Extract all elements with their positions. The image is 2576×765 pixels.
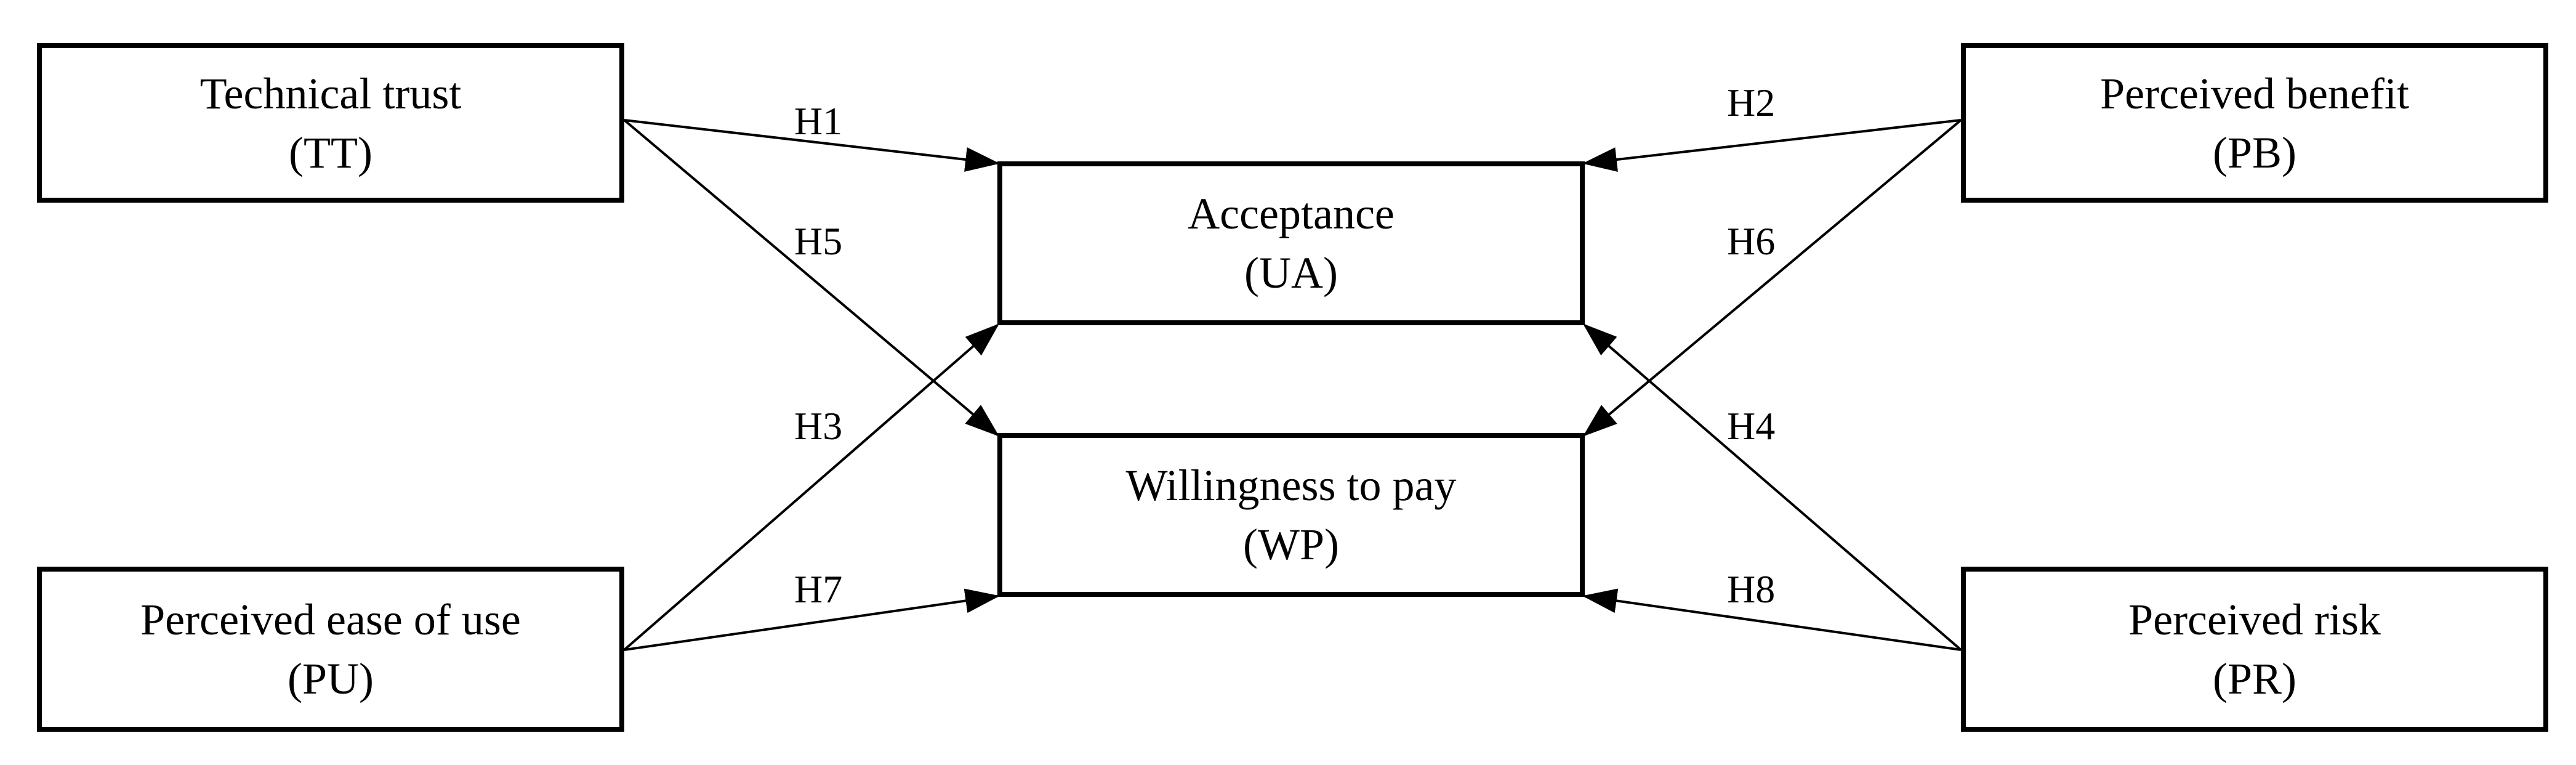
construct-perceived-ease-of-use: Perceived ease of use (PU) bbox=[37, 567, 624, 732]
hypothesis-arrow-h8 bbox=[1582, 588, 1962, 651]
construct-name: Willingness to pay bbox=[1125, 461, 1457, 510]
hypothesis-label-h5: H5 bbox=[794, 219, 843, 263]
construct-willingness-to-pay: Willingness to pay (WP) bbox=[997, 433, 1585, 597]
construct-name: Technical trust bbox=[199, 68, 462, 118]
construct-name: Perceived risk bbox=[2128, 595, 2381, 644]
hypothesis-arrow-h7 bbox=[624, 588, 1000, 651]
hypothesis-label-h7: H7 bbox=[794, 567, 843, 611]
construct-abbreviation: (PU) bbox=[288, 654, 374, 703]
construct-abbreviation: (TT) bbox=[289, 127, 372, 177]
construct-perceived-risk: Perceived risk (PR) bbox=[1961, 567, 2548, 732]
hypothesis-label-h6: H6 bbox=[1727, 219, 1776, 263]
construct-technical-trust: Technical trust (TT) bbox=[37, 43, 624, 203]
arrow-layer bbox=[623, 119, 1962, 651]
construct-name: Acceptance bbox=[1188, 189, 1395, 238]
hypothesis-arrow-h4 bbox=[1582, 323, 1962, 651]
construct-acceptance: Acceptance (UA) bbox=[997, 161, 1585, 325]
hypothesis-label-h8: H8 bbox=[1727, 567, 1776, 611]
hypothesis-label-h1: H1 bbox=[794, 99, 843, 143]
hypothesis-label-h2: H2 bbox=[1727, 81, 1776, 124]
construct-name: Perceived ease of use bbox=[140, 595, 521, 644]
construct-abbreviation: (UA) bbox=[1244, 248, 1338, 298]
construct-abbreviation: (WP) bbox=[1243, 520, 1339, 569]
hypothesis-arrow-h2 bbox=[1582, 119, 1962, 172]
hypothesis-label-h3: H3 bbox=[794, 404, 843, 448]
construct-perceived-benefit: Perceived benefit (PB) bbox=[1961, 43, 2548, 203]
construct-name: Perceived benefit bbox=[2100, 68, 2409, 118]
construct-abbreviation: (PB) bbox=[2212, 127, 2297, 177]
hypothesis-arrow-h6 bbox=[1582, 119, 1962, 437]
hypothesis-arrow-h3 bbox=[623, 323, 1000, 651]
hypothesis-arrow-h1 bbox=[624, 119, 1000, 172]
hypothesis-label-h4: H4 bbox=[1727, 404, 1776, 448]
hypothesis-arrow-h5 bbox=[623, 119, 1000, 437]
construct-abbreviation: (PR) bbox=[2212, 654, 2297, 703]
